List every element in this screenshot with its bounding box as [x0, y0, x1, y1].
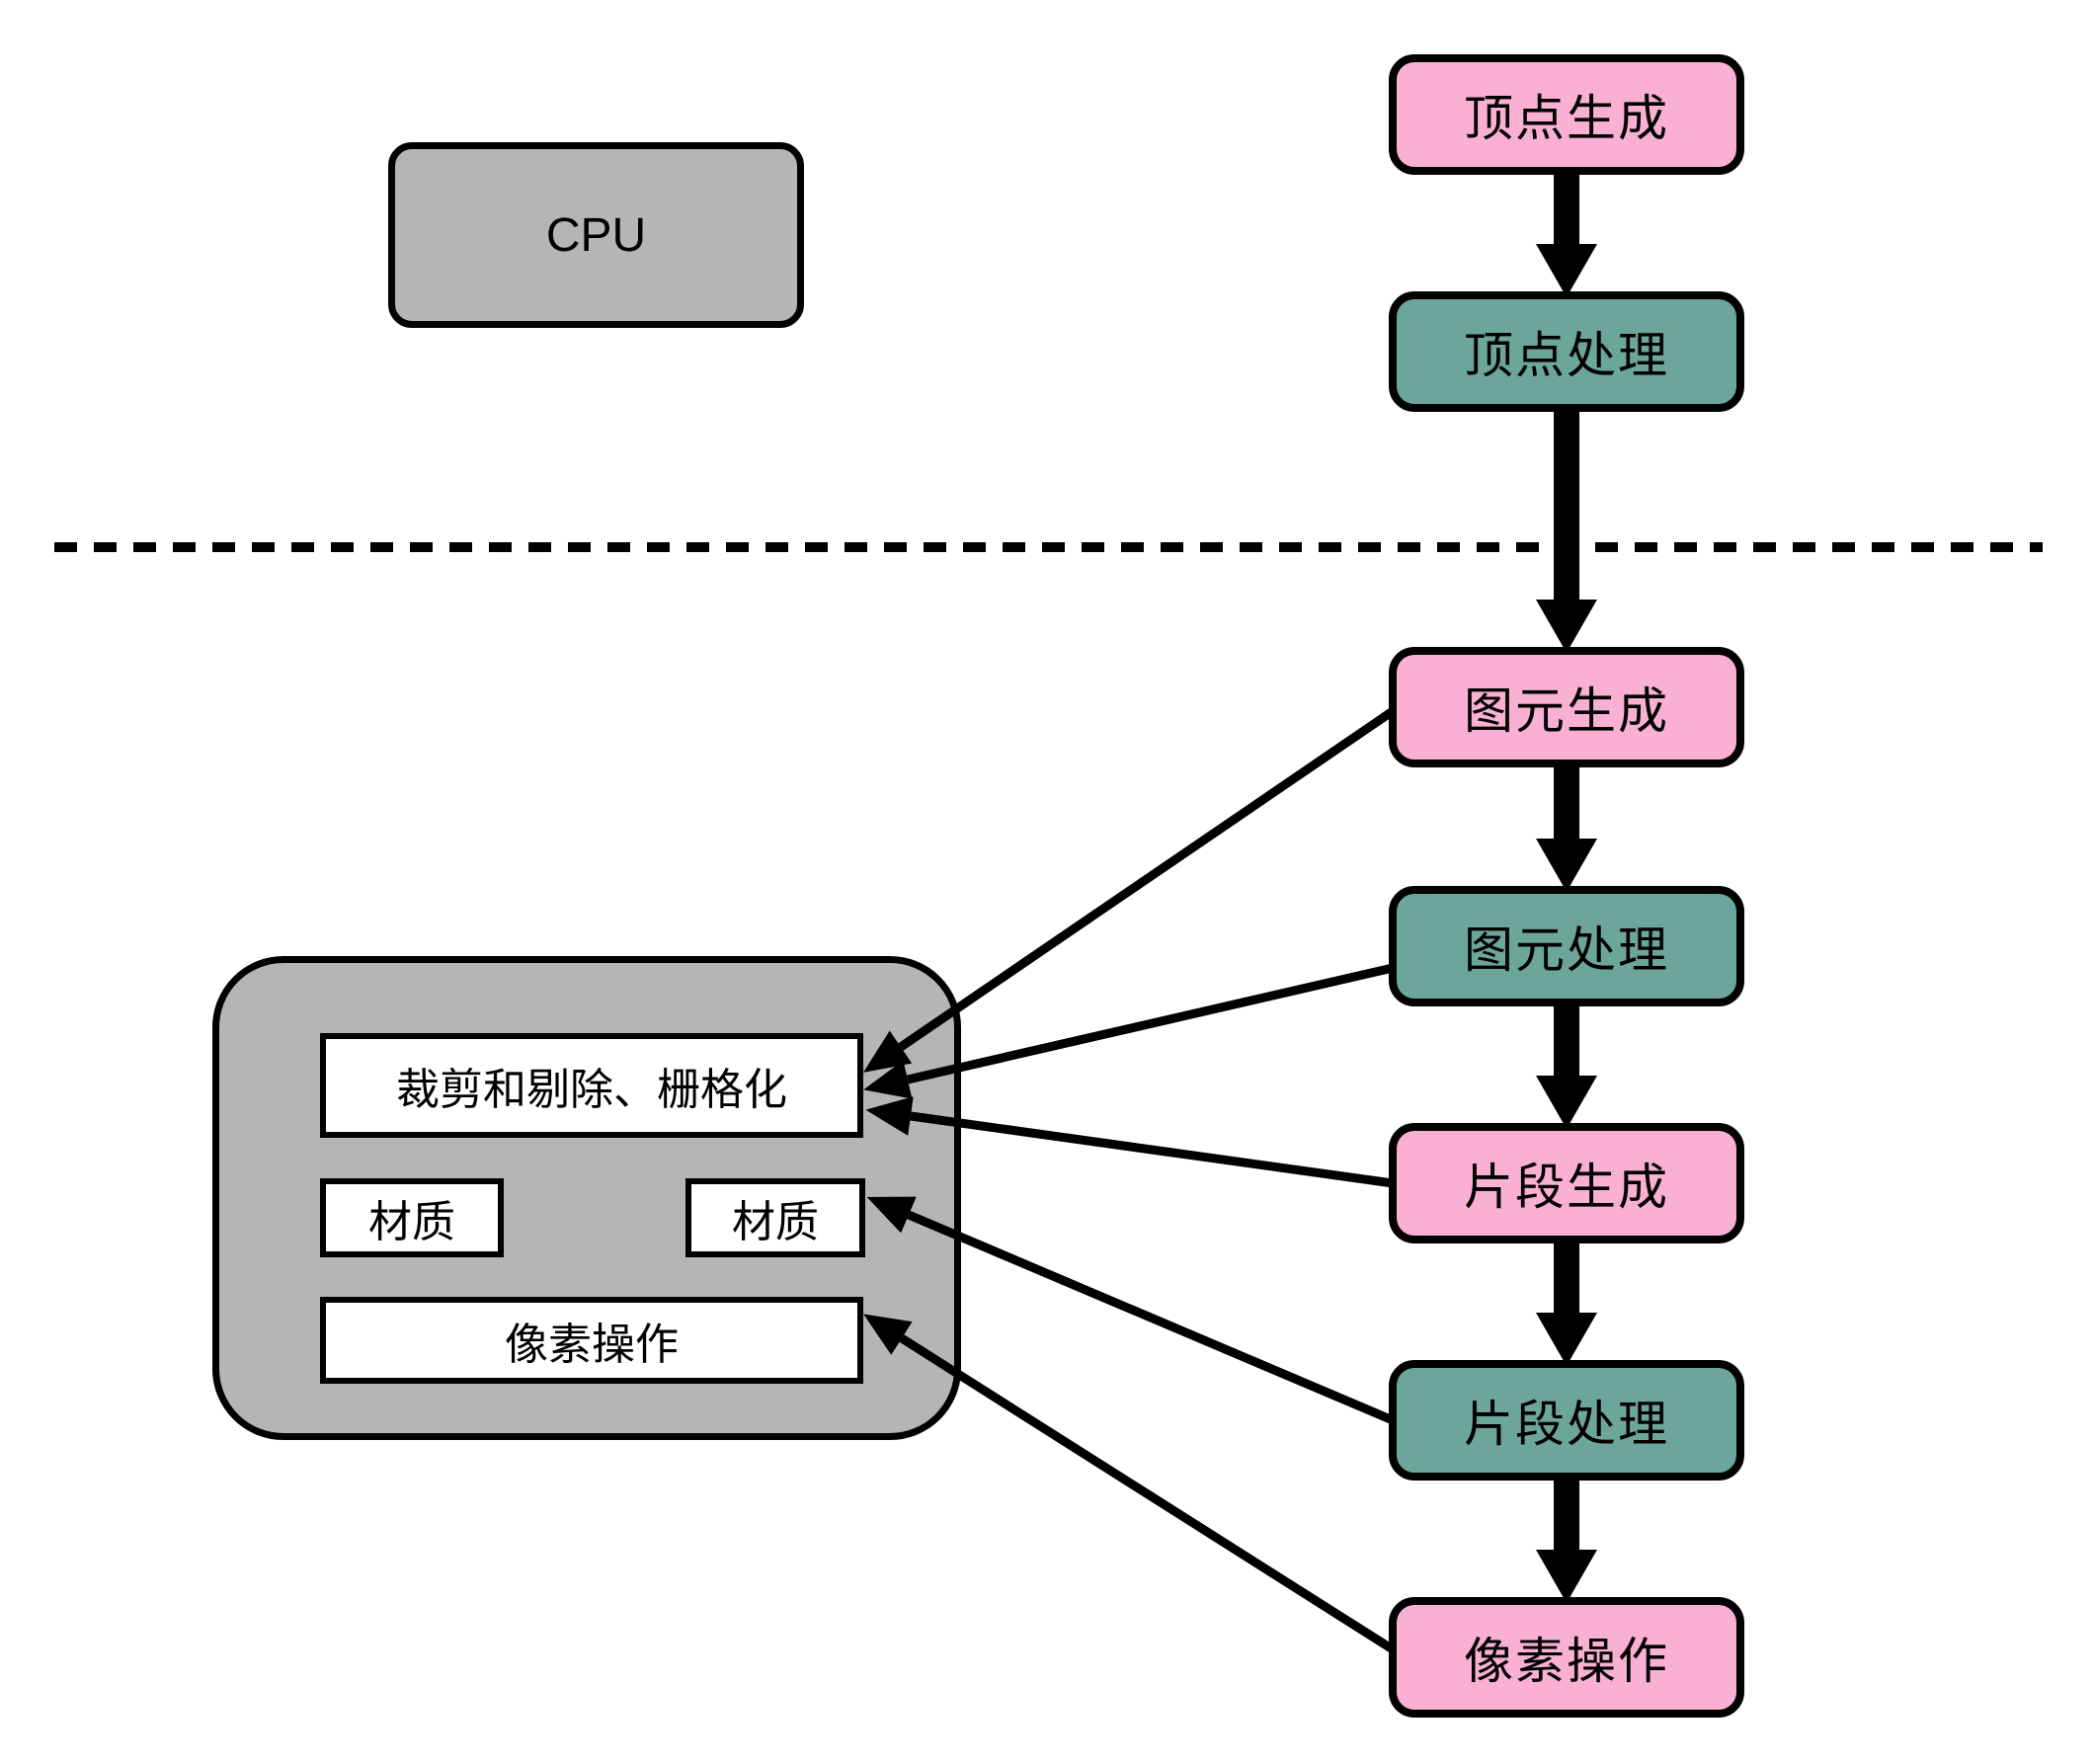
- pipeline-label: 顶点处理: [1464, 328, 1669, 383]
- clip-cull-rasterize-label: 裁剪和剔除、栅格化: [396, 1066, 787, 1114]
- arrow-primitive-proc-to-rasterize: [863, 963, 1395, 1099]
- pipeline-label: 片段处理: [1464, 1397, 1669, 1452]
- texture-left-label: 材质: [368, 1198, 455, 1246]
- pipeline-box-pixel-operations: 像素操作: [1389, 1597, 1744, 1718]
- arrow-primitive-gen-to-rasterize: [863, 707, 1396, 1073]
- arrow-pixel-ops-to-pixel-ops-box: [863, 1314, 1396, 1653]
- pixel-operations-inner-label: 像素操作: [505, 1321, 679, 1369]
- pixel-operations-inner-box: 像素操作: [320, 1297, 863, 1384]
- pipeline-box-vertex-processing: 顶点处理: [1389, 291, 1744, 412]
- texture-box-right: 材质: [685, 1178, 865, 1257]
- cpu-box: CPU: [388, 142, 804, 328]
- pipeline-box-vertex-generation: 顶点生成: [1389, 54, 1744, 175]
- pipeline-box-fragment-generation: 片段生成: [1389, 1123, 1744, 1243]
- pipeline-label: 片段生成: [1464, 1160, 1669, 1215]
- texture-box-left: 材质: [320, 1178, 504, 1257]
- pipeline-label: 图元生成: [1464, 683, 1669, 739]
- arrow-fragment-proc-to-texture: [866, 1196, 1395, 1425]
- pipeline-box-primitive-generation: 图元生成: [1389, 647, 1744, 767]
- pipeline-label: 图元处理: [1464, 922, 1669, 978]
- arrow-fragment-gen-to-rasterize: [865, 1096, 1394, 1188]
- cpu-label: CPU: [545, 208, 647, 262]
- clip-cull-rasterize-box: 裁剪和剔除、栅格化: [320, 1033, 863, 1138]
- texture-right-label: 材质: [732, 1198, 819, 1246]
- pipeline-box-primitive-processing: 图元处理: [1389, 886, 1744, 1006]
- pipeline-box-fragment-processing: 片段处理: [1389, 1360, 1744, 1481]
- pipeline-label: 像素操作: [1464, 1634, 1669, 1689]
- pipeline-label: 顶点生成: [1464, 91, 1669, 146]
